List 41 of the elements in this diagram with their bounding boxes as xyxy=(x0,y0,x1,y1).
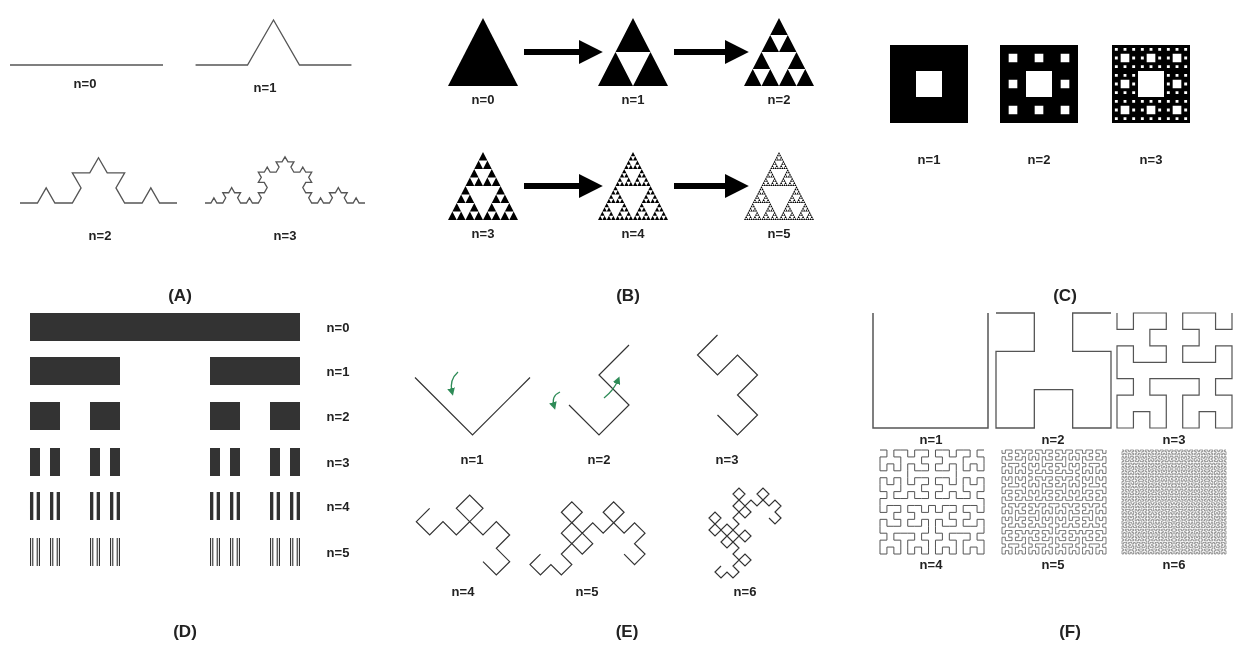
panel-label: (B) xyxy=(616,286,640,305)
node-label: n=4 xyxy=(621,226,645,241)
caption: n=5 xyxy=(1041,557,1065,572)
caption: n=1 xyxy=(460,452,484,467)
caption: n=1 xyxy=(326,364,350,379)
caption: n=1 xyxy=(919,432,943,447)
caption: n=4 xyxy=(326,499,350,514)
arrow xyxy=(674,40,749,64)
caption: n=3 xyxy=(273,228,297,243)
caption: n=2 xyxy=(88,228,112,243)
panel-label: (E) xyxy=(615,622,639,641)
caption: n=2 xyxy=(1027,152,1051,167)
caption: n=4 xyxy=(451,584,475,599)
arrow xyxy=(674,174,749,198)
caption: n=6 xyxy=(1162,557,1186,572)
caption: n=3 xyxy=(326,455,350,470)
panel-label: (D) xyxy=(173,622,197,641)
arrow xyxy=(524,40,603,64)
arrow xyxy=(524,174,603,198)
caption: n=1 xyxy=(917,152,941,167)
caption: n=3 xyxy=(715,452,739,467)
caption: n=2 xyxy=(587,452,611,467)
caption: n=2 xyxy=(326,409,350,424)
node-label: n=0 xyxy=(471,92,495,107)
caption: n=0 xyxy=(326,320,350,335)
caption: n=5 xyxy=(326,545,350,560)
node-label: n=3 xyxy=(471,226,495,241)
caption: n=1 xyxy=(253,80,277,95)
node-label: n=5 xyxy=(767,226,791,241)
caption: n=3 xyxy=(1162,432,1186,447)
caption: n=2 xyxy=(1041,432,1065,447)
node-label: n=2 xyxy=(767,92,791,107)
caption: n=5 xyxy=(575,584,599,599)
caption: n=3 xyxy=(1139,152,1163,167)
caption: n=4 xyxy=(919,557,943,572)
panel-label: (A) xyxy=(168,286,192,305)
caption: n=6 xyxy=(733,584,757,599)
node-label: n=1 xyxy=(621,92,645,107)
caption: n=0 xyxy=(73,76,97,91)
panel-label: (C) xyxy=(1053,286,1077,305)
panel-label: (F) xyxy=(1059,622,1081,641)
